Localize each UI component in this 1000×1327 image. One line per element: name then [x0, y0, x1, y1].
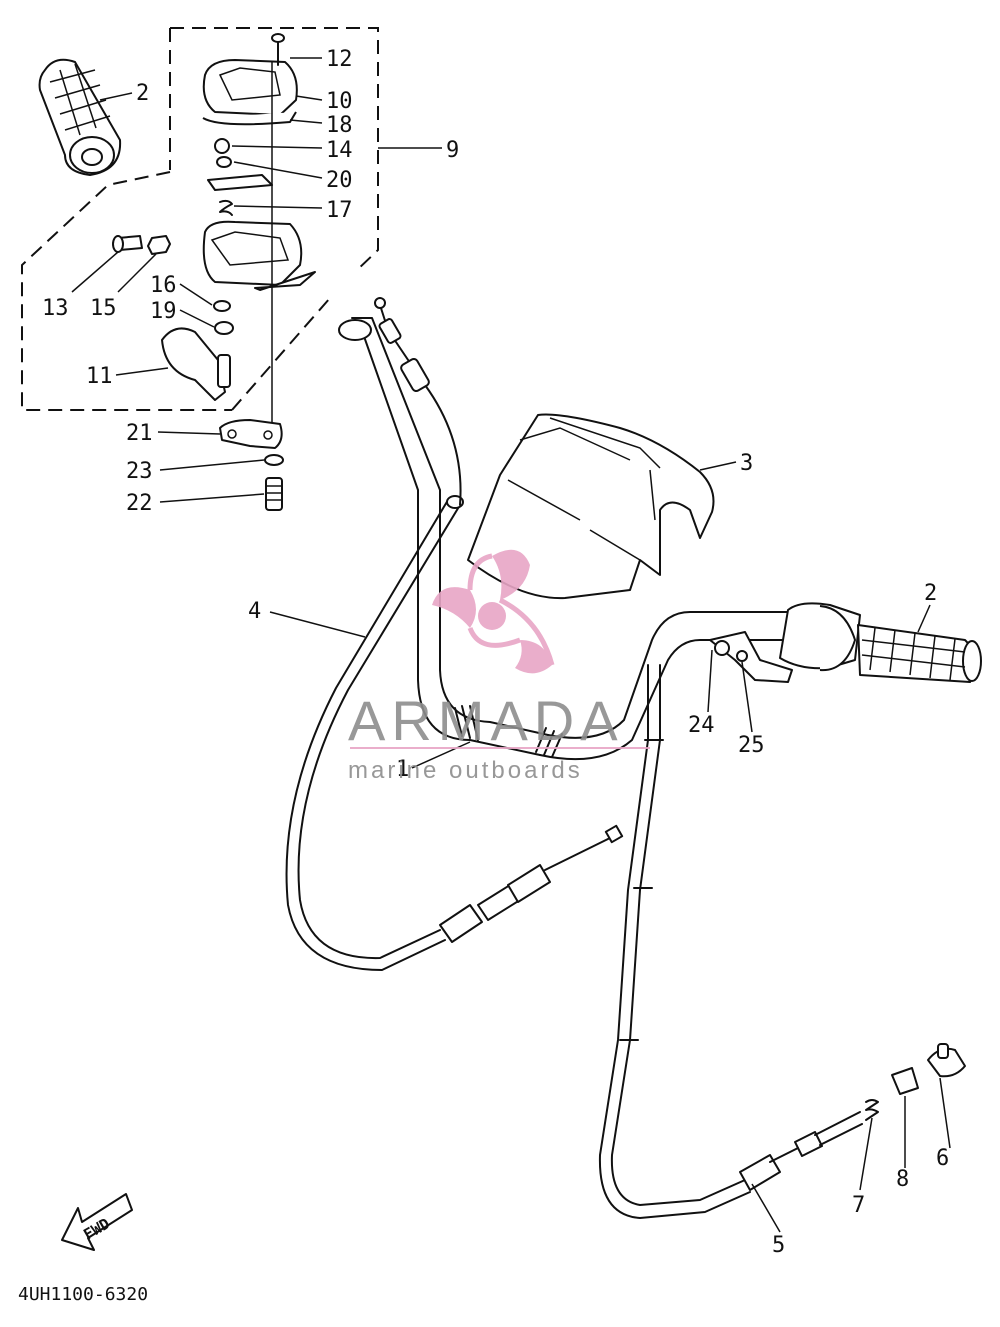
callout-14: 14: [326, 138, 353, 163]
callout-24: 24: [688, 713, 715, 738]
lever-11: [161, 300, 234, 401]
callout-7: 7: [852, 1193, 865, 1218]
switch-cable: [374, 297, 462, 506]
callout-19: 19: [150, 299, 177, 324]
callout-5: 5: [772, 1233, 785, 1258]
callout-1: 1: [396, 757, 409, 782]
callout-18: 18: [326, 113, 353, 138]
callout-3: 3: [740, 451, 753, 476]
callout-10: 10: [326, 89, 353, 114]
leader-lines: [71, 57, 951, 1233]
callout-17: 17: [326, 198, 353, 223]
propeller-logo-icon: [432, 549, 555, 674]
diagram-code: 4UH1100-6320: [18, 1284, 148, 1305]
watermark-tagline: marine outboards: [348, 757, 583, 784]
handlebar-cover-3: [467, 413, 715, 600]
callout-16: 16: [150, 273, 177, 298]
callout-8: 8: [896, 1167, 909, 1192]
callout-22: 22: [126, 491, 153, 516]
callout-20: 20: [326, 168, 353, 193]
screw-nut-13-15: [112, 235, 171, 255]
callout-4: 4: [248, 599, 261, 624]
callout-15: 15: [90, 296, 117, 321]
right-grip: [709, 602, 982, 683]
callout-9: 9: [446, 138, 459, 163]
callout-6: 6: [936, 1146, 949, 1171]
switch-upper-case: [202, 33, 298, 216]
fwd-arrow: FWD: [61, 1193, 133, 1251]
callout-12: 12: [326, 47, 353, 72]
cable-5: [598, 664, 863, 1219]
callout-2-left: 2: [136, 81, 149, 106]
watermark-brand: ARMADA: [348, 689, 624, 752]
cable-4: [285, 495, 624, 971]
callout-25: 25: [738, 733, 765, 758]
callouts: 12 10 18 14 20 17 9 2 13 15 16 19 11 21 …: [42, 47, 949, 1258]
callout-2-right: 2: [924, 581, 937, 606]
callout-23: 23: [126, 459, 153, 484]
clamp-21: [219, 419, 284, 511]
callout-11: 11: [86, 364, 113, 389]
switch-lower-case: [202, 62, 316, 430]
callout-13: 13: [42, 296, 69, 321]
callout-21: 21: [126, 421, 153, 446]
left-grip: [38, 58, 122, 176]
parts-6-7-8: [865, 1043, 966, 1121]
assembly-boundary: [21, 27, 442, 411]
watermark: ARMADA marine outboards: [348, 549, 650, 784]
